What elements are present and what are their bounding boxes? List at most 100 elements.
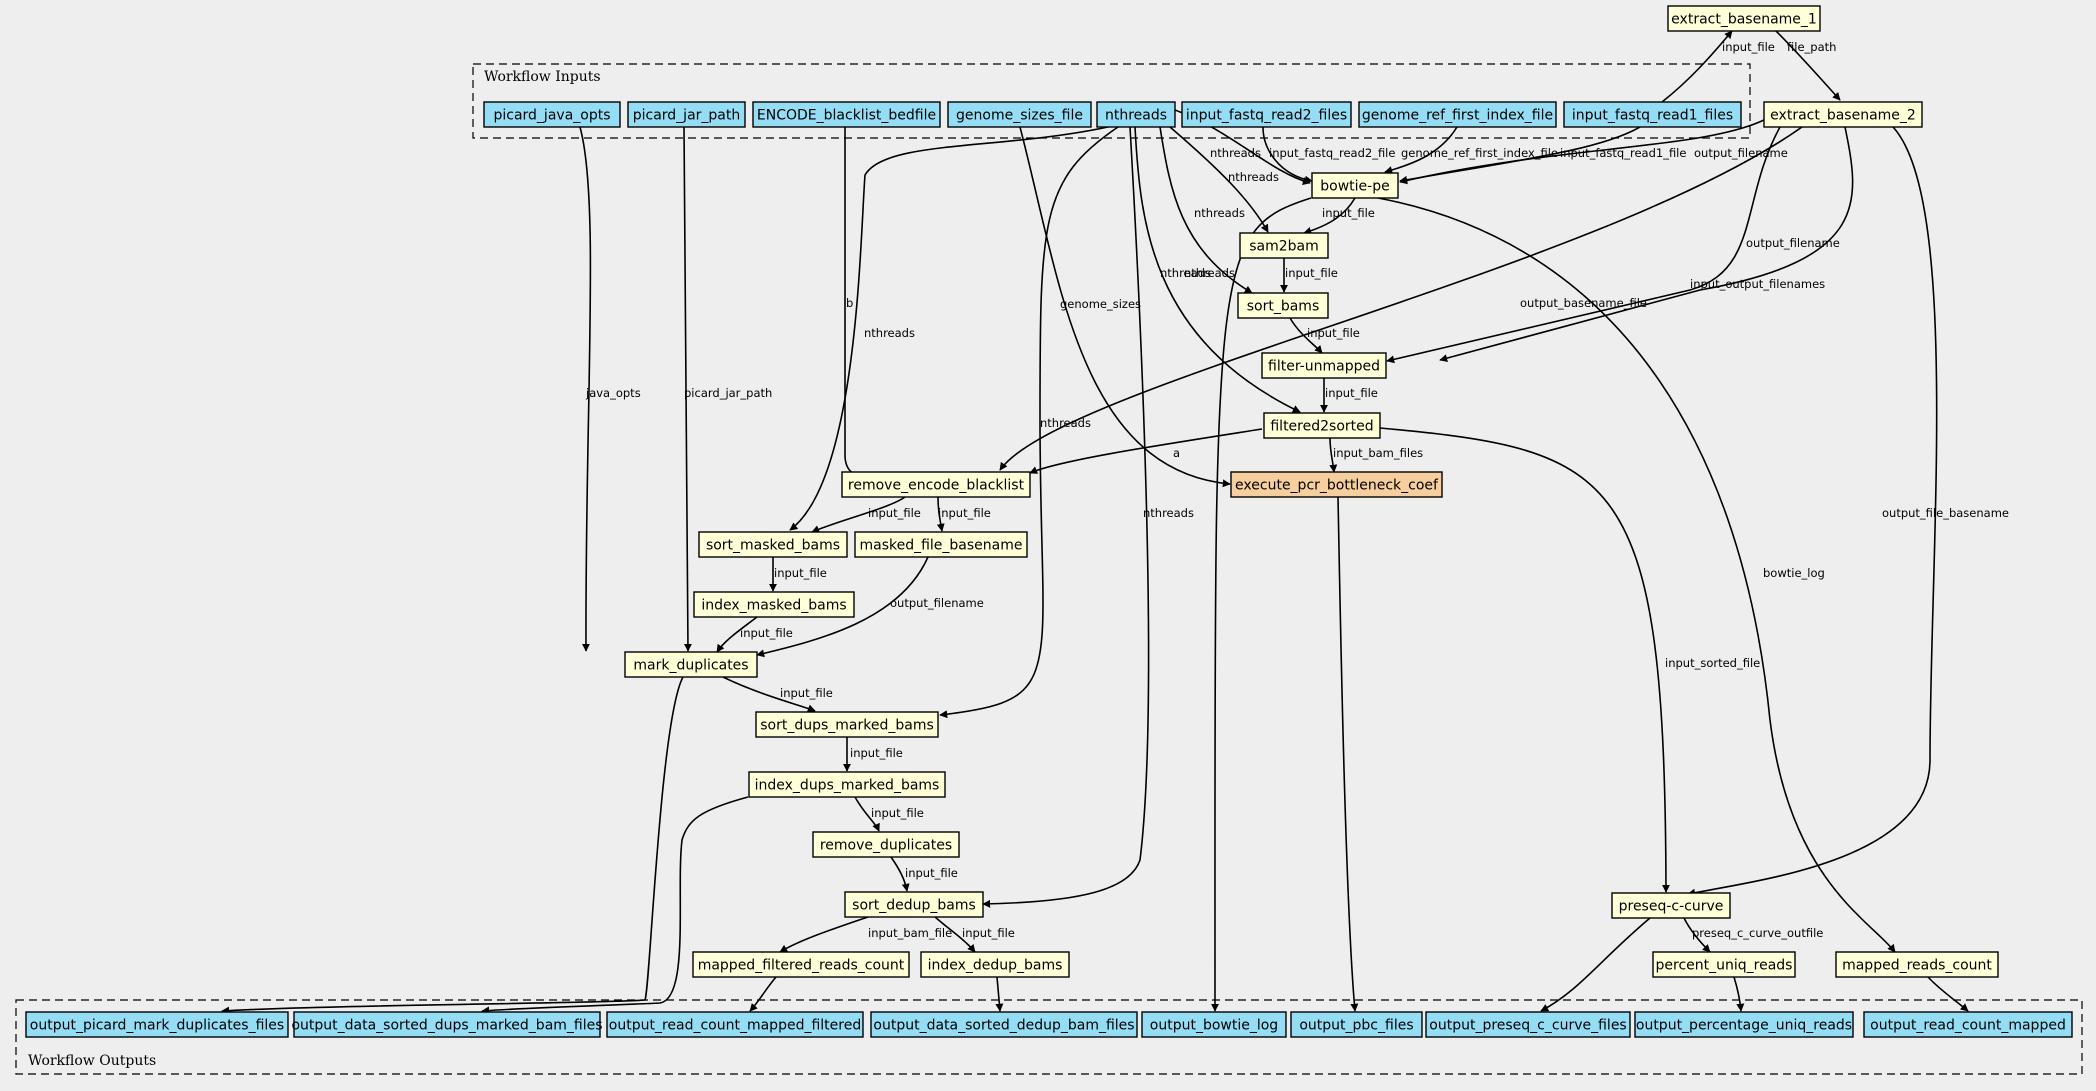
node-output-pbc-files[interactable]: output_pbc_files	[1290, 1011, 1423, 1038]
node-label-execute-pcr-bottleneck-coef: execute_pcr_bottleneck_coef	[1235, 478, 1439, 494]
node-box-encode-blacklist-bedfile	[752, 101, 941, 128]
node-label-sort-dups-marked-bams: sort_dups_marked_bams	[760, 718, 934, 734]
edge-0	[1661, 30, 1733, 103]
node-label-mark-duplicates: mark_duplicates	[633, 658, 748, 674]
edge-24	[936, 496, 945, 532]
node-label-percent-uniq-reads: percent_uniq_reads	[1656, 958, 1793, 974]
node-filter-unmapped[interactable]: filter-unmapped	[1261, 352, 1387, 379]
node-output-bowtie-log[interactable]: output_bowtie_log	[1141, 1011, 1287, 1038]
node-box-output-data-sorted-dups-marked-bam-files	[293, 1011, 601, 1038]
node-box-output-percentage-uniq-reads	[1634, 1011, 1854, 1038]
node-picard-jar-path[interactable]: picard_jar_path	[627, 101, 746, 128]
edge-label-output-basename-file: output_basename_file	[1520, 296, 1647, 310]
node-box-bowtie-pe	[1311, 172, 1399, 199]
node-mapped-filtered-reads-count[interactable]: mapped_filtered_reads_count	[692, 951, 910, 978]
node-sam2bam[interactable]: sam2bam	[1239, 232, 1329, 259]
node-label-input-fastq-read1-files: input_fastq_read1_files	[1572, 108, 1733, 124]
node-box-output-picard-mark-duplicates-files	[25, 1011, 289, 1038]
edge-19	[999, 126, 1803, 471]
node-label-encode-blacklist-bedfile: ENCODE_blacklist_bedfile	[757, 108, 936, 124]
node-label-output-read-count-mapped: output_read_count_mapped	[1870, 1018, 2066, 1034]
node-genome-ref-first-index-file[interactable]: genome_ref_first_index_file	[1358, 101, 1557, 128]
node-remove-encode-blacklist[interactable]: remove_encode_blacklist	[841, 471, 1031, 498]
edge-20	[1029, 428, 1263, 474]
node-encode-blacklist-bedfile[interactable]: ENCODE_blacklist_bedfile	[752, 101, 941, 128]
node-label-filter-unmapped: filter-unmapped	[1268, 359, 1380, 375]
node-bowtie-pe[interactable]: bowtie-pe	[1311, 172, 1399, 199]
node-label-genome-ref-first-index-file: genome_ref_first_index_file	[1362, 108, 1553, 124]
node-input-fastq-read1-files[interactable]: input_fastq_read1_files	[1563, 101, 1742, 128]
workflow-outputs-cluster: Workflow Outputs	[15, 999, 2083, 1075]
edge-40	[1337, 496, 1359, 1012]
node-label-preseq-c-curve: preseq-c-curve	[1619, 899, 1724, 915]
node-output-preseq-c-curve-files[interactable]: output_preseq_c_curve_files	[1425, 1011, 1631, 1038]
node-label-remove-encode-blacklist: remove_encode_blacklist	[848, 478, 1025, 494]
node-label-index-dups-marked-bams: index_dups_marked_bams	[755, 778, 940, 794]
edge-34	[890, 856, 910, 892]
node-box-masked-file-basename	[854, 531, 1028, 558]
node-sort-dedup-bams[interactable]: sort_dedup_bams	[844, 891, 984, 918]
node-box-picard-jar-path	[627, 101, 746, 128]
node-box-remove-duplicates	[812, 831, 960, 858]
node-label-index-dedup-bams: index_dedup_bams	[928, 958, 1063, 974]
node-label-genome-sizes-file: genome_sizes_file	[956, 108, 1083, 124]
node-label-index-masked-bams: index_masked_bams	[701, 598, 846, 614]
node-genome-sizes-file[interactable]: genome_sizes_file	[947, 101, 1092, 128]
node-extract-basename-1[interactable]: extract_basename_1	[1667, 5, 1821, 32]
edge-label-input-output-filenames: input_output_filenames	[1690, 277, 1825, 291]
node-label-sort-masked-bams: sort_masked_bams	[706, 538, 840, 554]
node-box-output-data-sorted-dedup-bam-files	[870, 1011, 1138, 1038]
node-sort-masked-bams[interactable]: sort_masked_bams	[698, 531, 848, 558]
node-masked-file-basename[interactable]: masked_file_basename	[854, 531, 1028, 558]
node-output-picard-mark-duplicates-files[interactable]: output_picard_mark_duplicates_files	[25, 1011, 289, 1038]
workflow-outputs-label: Workflow Outputs	[28, 1053, 156, 1069]
node-output-read-count-mapped[interactable]: output_read_count_mapped	[1863, 1011, 2073, 1038]
edge-42	[1683, 917, 1711, 953]
edge-6	[1399, 119, 1765, 185]
node-sort-dups-marked-bams[interactable]: sort_dups_marked_bams	[755, 711, 939, 738]
node-remove-duplicates[interactable]: remove_duplicates	[812, 831, 960, 858]
node-index-masked-bams[interactable]: index_masked_bams	[693, 591, 855, 618]
edge-label-input-sorted-file: input_sorted_file	[1665, 656, 1760, 670]
node-extract-basename-2[interactable]: extract_basename_2	[1763, 101, 1923, 128]
node-label-bowtie-pe: bowtie-pe	[1320, 179, 1389, 195]
node-output-data-sorted-dedup-bam-files[interactable]: output_data_sorted_dedup_bam_files	[870, 1011, 1138, 1038]
edge-label-nthreads: nthreads	[1210, 146, 1261, 160]
node-index-dups-marked-bams[interactable]: index_dups_marked_bams	[748, 771, 946, 798]
edge-7	[1169, 126, 1269, 233]
node-percent-uniq-reads[interactable]: percent_uniq_reads	[1652, 951, 1796, 978]
node-mark-duplicates[interactable]: mark_duplicates	[624, 651, 758, 678]
node-label-output-bowtie-log: output_bowtie_log	[1150, 1018, 1278, 1034]
node-execute-pcr-bottleneck-coef[interactable]: execute_pcr_bottleneck_coef	[1230, 471, 1443, 498]
node-output-read-count-mapped-filtered[interactable]: output_read_count_mapped_filtered	[606, 1011, 864, 1038]
node-output-data-sorted-dups-marked-bam-files[interactable]: output_data_sorted_dups_marked_bam_files	[291, 1011, 603, 1038]
node-nthreads[interactable]: nthreads	[1096, 101, 1176, 128]
edge-label-nthreads: nthreads	[1184, 266, 1235, 280]
edge-26	[579, 126, 592, 652]
node-box-preseq-c-curve	[1611, 892, 1731, 919]
edge-9	[1303, 197, 1356, 235]
node-mapped-reads-count[interactable]: mapped_reads_count	[1835, 951, 1999, 978]
node-index-dedup-bams[interactable]: index_dedup_bams	[920, 951, 1070, 978]
edge-30	[722, 676, 816, 713]
node-sort-bams[interactable]: sort_bams	[1237, 292, 1329, 319]
edge-23	[811, 496, 906, 533]
edge-38	[1210, 197, 1312, 1012]
edge-label-input-file: input_file	[780, 686, 833, 700]
edge-46	[221, 676, 684, 1015]
node-label-nthreads: nthreads	[1105, 108, 1167, 124]
node-box-sort-dups-marked-bams	[755, 711, 939, 738]
node-preseq-c-curve[interactable]: preseq-c-curve	[1611, 892, 1731, 919]
node-label-picard-java-opts: picard_java_opts	[493, 108, 610, 124]
node-box-nthreads	[1096, 101, 1176, 128]
edge-label-input-file: input_file	[850, 746, 903, 760]
node-box-picard-java-opts	[483, 101, 621, 128]
node-filtered2sorted[interactable]: filtered2sorted	[1263, 412, 1381, 439]
node-input-fastq-read2-files[interactable]: input_fastq_read2_files	[1181, 101, 1352, 128]
edges	[221, 30, 1969, 1015]
node-picard-java-opts[interactable]: picard_java_opts	[483, 101, 621, 128]
node-output-percentage-uniq-reads[interactable]: output_percentage_uniq_reads	[1634, 1011, 1854, 1038]
node-box-sort-bams	[1237, 292, 1329, 319]
edge-31	[939, 126, 1119, 719]
